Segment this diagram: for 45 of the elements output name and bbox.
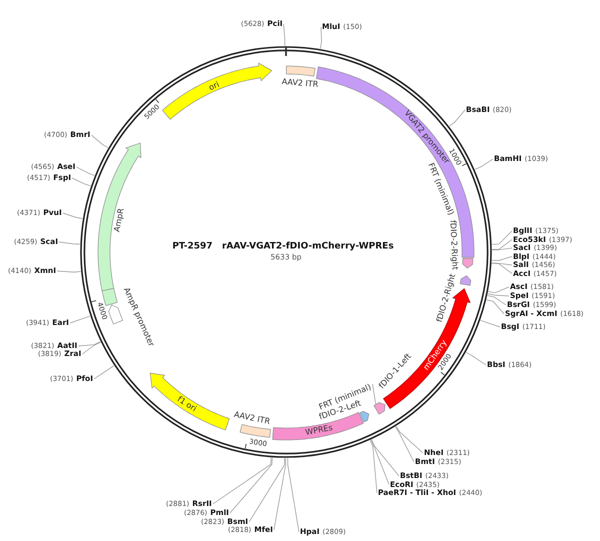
leader-line xyxy=(58,242,80,244)
leader-line xyxy=(62,212,83,219)
leader-line xyxy=(371,439,400,476)
leader-line xyxy=(72,178,91,186)
leader-line xyxy=(488,293,510,296)
leader-line xyxy=(82,342,101,354)
leader-line xyxy=(486,299,504,314)
leader-line xyxy=(492,262,512,266)
leader-line xyxy=(90,134,108,148)
leader-line xyxy=(480,320,500,328)
leader-line xyxy=(370,440,378,494)
feature-label: fDIO-2-Right xyxy=(448,220,460,270)
leader-line xyxy=(78,341,101,346)
leader-line xyxy=(287,458,300,532)
leader-line xyxy=(449,110,466,127)
leader-line xyxy=(320,26,322,50)
leader-line xyxy=(395,426,414,462)
feature-label: f1 ori xyxy=(176,394,199,414)
leader-line xyxy=(492,248,512,250)
leader-line xyxy=(94,365,114,380)
leader-line xyxy=(487,295,506,306)
leader-line xyxy=(212,457,272,504)
leader-line xyxy=(492,262,512,274)
leader-line xyxy=(396,426,424,454)
leader-line xyxy=(70,316,90,324)
feature-label: ori xyxy=(207,79,220,92)
feature-label: WPREs xyxy=(304,424,334,438)
leader-line xyxy=(274,458,286,530)
leader-line xyxy=(372,384,376,406)
leader-line xyxy=(56,270,82,272)
leader-line xyxy=(492,230,512,245)
feature-label: AAV2 ITR xyxy=(281,76,318,88)
leader-line xyxy=(370,439,390,485)
leader-line xyxy=(283,24,286,46)
leader-line xyxy=(488,286,510,294)
leader-line xyxy=(466,352,486,366)
leader-line xyxy=(76,166,95,176)
leader-line xyxy=(474,158,494,170)
feature-label: AAV2 ITR xyxy=(233,409,271,426)
leader-line xyxy=(230,457,273,514)
leader-line xyxy=(248,458,285,522)
plasmid-name: PT-2597 rAAV-VGAT2-fDIO-mCherry-WPREs xyxy=(172,242,394,252)
leader-line xyxy=(492,239,512,250)
leader-line xyxy=(492,256,512,261)
feature-label: AmpR xyxy=(112,206,126,232)
